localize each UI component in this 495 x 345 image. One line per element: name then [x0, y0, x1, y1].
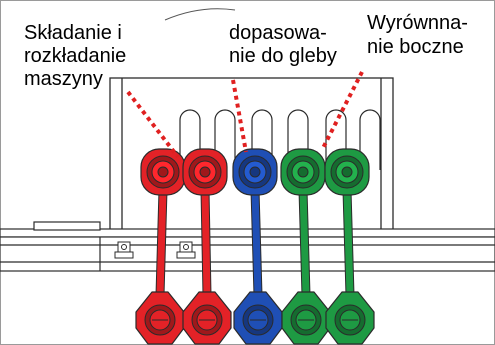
rail-bolts: [114, 241, 196, 259]
plate-slots: [179, 109, 381, 170]
top-coupling-center: [341, 166, 353, 178]
top-coupling-center: [297, 166, 309, 178]
top-arc: [164, 8, 236, 21]
label-ground-line2: nie do gleby: [229, 45, 337, 67]
hose-couplings: [135, 148, 375, 345]
hose-folding: [182, 148, 232, 345]
hose-ground: [232, 148, 283, 345]
frame-rail: [0, 221, 495, 272]
label-ground: dopasowa- nie do gleby: [229, 22, 337, 67]
label-folding: Składanie i rozkładanie maszyny: [24, 22, 126, 90]
top-coupling-center: [157, 166, 169, 178]
top-coupling-center: [199, 166, 211, 178]
hose-side: [280, 148, 331, 345]
label-folding-line1: Składanie i: [24, 22, 122, 44]
hose-folding: [135, 148, 186, 345]
leader-folding: [126, 90, 180, 159]
leader-lines: [126, 71, 364, 159]
label-ground-line1: dopasowa-: [229, 22, 327, 44]
label-folding-line3: maszyny: [24, 68, 103, 90]
leader-side: [320, 71, 364, 151]
label-side: Wyrównna- nie boczne: [367, 12, 468, 58]
label-side-line2: nie boczne: [367, 36, 464, 58]
label-side-line1: Wyrównna-: [367, 12, 468, 34]
hose-line: [200, 189, 212, 296]
label-folding-line2: rozkładanie: [24, 45, 126, 67]
top-coupling-center: [249, 166, 261, 178]
hose-side: [324, 148, 375, 345]
